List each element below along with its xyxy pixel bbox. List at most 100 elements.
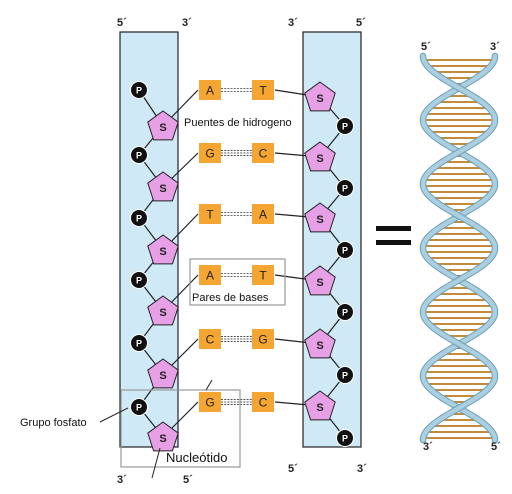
right-phosphate — [336, 366, 354, 384]
right-sugar-label: S — [316, 214, 323, 226]
left-strand-bottom-3prime: 3´ — [117, 474, 127, 486]
nucleotide-highlight-box — [120, 389, 241, 468]
base-left-label: G — [205, 147, 214, 161]
base-left-box — [199, 204, 221, 224]
left-sugar-label: S — [159, 307, 166, 319]
base-bond-links — [221, 87, 252, 405]
left-sugar — [147, 171, 179, 202]
right-sugar-label: S — [316, 153, 323, 165]
right-phosphate-label: P — [342, 121, 348, 131]
right-sugar — [304, 202, 336, 233]
right-sugar-label: S — [316, 93, 323, 105]
right-sugar-label: S — [316, 402, 323, 414]
base-right-label: T — [259, 84, 267, 98]
phosphate-group-pointer — [99, 407, 129, 423]
right-phosphate-label: P — [342, 433, 348, 443]
base-left-label: A — [206, 84, 214, 98]
left-phosphate-label: P — [136, 338, 142, 348]
helix-bottom-5prime: 5´ — [491, 441, 501, 453]
right-strand-bottom-5prime: 5´ — [288, 463, 298, 475]
right-strand-top-3prime: 3´ — [288, 17, 298, 29]
base-left-box — [199, 80, 221, 100]
left-strand-top-5prime: 5´ — [117, 17, 127, 29]
base-left-box — [199, 265, 221, 285]
base-left-label: A — [206, 269, 214, 283]
base-left-box — [199, 143, 221, 163]
base-pairs-label: Pares de bases — [192, 292, 269, 304]
equals-sign — [376, 226, 411, 245]
base-right-box — [252, 392, 274, 412]
nucleotide-pointer-2 — [205, 379, 213, 391]
right-phosphate — [336, 429, 354, 447]
base-right-label: C — [259, 396, 268, 410]
left-strand-top-3prime: 3´ — [182, 17, 192, 29]
right-phosphate — [336, 303, 354, 321]
right-phosphate-label: P — [342, 245, 348, 255]
right-phosphate-label: P — [342, 307, 348, 317]
right-strand-top-5prime: 5´ — [356, 17, 366, 29]
right-sugar — [304, 265, 336, 296]
left-sugar — [147, 295, 179, 326]
base-left-label: C — [206, 333, 215, 347]
base-right-box — [252, 204, 274, 224]
helix-top-3prime: 3´ — [490, 41, 500, 53]
right-sugar — [304, 141, 336, 172]
left-phosphate-label: P — [136, 402, 142, 412]
hydrogen-bonds-label: Puentes de hidrogeno — [184, 117, 292, 129]
base-left-box — [199, 329, 221, 349]
base-left-box — [199, 392, 221, 412]
right-sugar — [304, 328, 336, 359]
base-right-label: A — [259, 208, 267, 222]
base-right-box — [252, 265, 274, 285]
left-sugar — [147, 234, 179, 265]
left-sugar-label: S — [159, 122, 166, 134]
left-phosphate — [130, 334, 148, 352]
base-right-label: G — [258, 333, 267, 347]
left-sugar-label: S — [159, 183, 166, 195]
double-helix-illustration — [419, 52, 499, 444]
left-phosphate-label: P — [136, 275, 142, 285]
helix-strand-a — [420, 53, 498, 443]
base-right-label: C — [259, 147, 268, 161]
right-sugar-label: S — [316, 340, 323, 352]
base-right-label: T — [259, 269, 267, 283]
left-phosphate-label: P — [136, 85, 142, 95]
left-sugar-label: S — [159, 433, 166, 445]
base-pair-highlight-box — [189, 258, 286, 306]
right-sugar — [304, 390, 336, 421]
phosphate-group-label: Grupo fosfato — [20, 417, 87, 429]
left-sugar — [147, 110, 179, 141]
right-phosphate-label: P — [342, 370, 348, 380]
left-phosphate — [130, 81, 148, 99]
nucleotide-pointer — [151, 447, 161, 479]
nucleotide-nodes: A T G C T A A T C G G C S S S S S S S S S S S S P P P P P P P P P P P P — [130, 80, 354, 452]
right-phosphate-label: P — [342, 183, 348, 193]
left-phosphate — [130, 146, 148, 164]
left-phosphate — [130, 209, 148, 227]
right-sugar — [304, 81, 336, 112]
left-sugar-label: S — [159, 246, 166, 258]
left-sugar — [147, 421, 179, 452]
base-right-box — [252, 329, 274, 349]
nucleotide-label: Nucleótido — [166, 450, 227, 465]
left-phosphate-label: P — [136, 213, 142, 223]
helix-top-5prime: 5´ — [421, 41, 431, 53]
right-sugar-label: S — [316, 277, 323, 289]
left-phosphate — [130, 271, 148, 289]
helix-strand-b — [420, 53, 498, 443]
right-phosphate — [336, 241, 354, 259]
left-sugar-label: S — [159, 370, 166, 382]
base-left-label: G — [205, 396, 214, 410]
right-phosphate — [336, 179, 354, 197]
base-right-box — [252, 80, 274, 100]
left-phosphate — [130, 398, 148, 416]
base-right-box — [252, 143, 274, 163]
base-left-label: T — [206, 208, 214, 222]
right-phosphate — [336, 117, 354, 135]
left-strand-bottom-5prime: 5´ — [183, 474, 193, 486]
left-sugar — [147, 358, 179, 389]
left-phosphate-label: P — [136, 150, 142, 160]
right-strand-bottom-3prime: 3´ — [357, 463, 367, 475]
helix-bottom-3prime: 3´ — [423, 441, 433, 453]
